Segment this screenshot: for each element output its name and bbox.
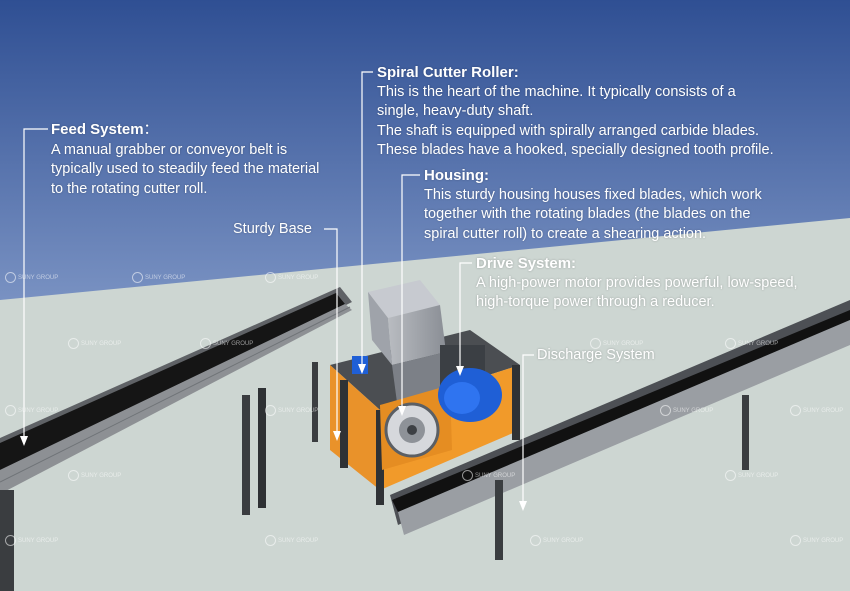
drive-system-text-line: high-torque power through a reducer. xyxy=(476,294,715,310)
feed-system-title: Feed System xyxy=(51,121,144,138)
watermark-logo-icon: SUNY GROUP xyxy=(462,470,515,481)
watermark-logo-icon: SUNY GROUP xyxy=(265,405,318,416)
watermark-logo-icon: SUNY GROUP xyxy=(725,470,778,481)
spiral-cutter-roller-text-line: This is the heart of the machine. It typ… xyxy=(377,83,736,100)
watermark-logo-icon: SUNY GROUP xyxy=(790,405,843,416)
callout-drive-system: Drive System: A high-power motor provide… xyxy=(476,254,798,313)
callout-housing: Housing: This sturdy housing houses fixe… xyxy=(424,166,762,244)
feed-system-text-line: A manual grabber or conveyor belt is xyxy=(51,141,288,158)
callout-feed-system: Feed System： A manual grabber or conveyo… xyxy=(51,120,319,199)
watermark-logo-icon: SUNY GROUP xyxy=(68,338,121,349)
callout-spiral-cutter-roller: Spiral Cutter Roller: This is the heart … xyxy=(377,63,774,161)
spiral-cutter-roller-text-line: single, heavy-duty shaft. xyxy=(377,103,534,119)
watermark-logo-icon: SUNY GROUP xyxy=(660,405,713,416)
drive-system-title: Drive System: xyxy=(476,255,577,272)
callout-discharge-system: Discharge System xyxy=(537,346,655,366)
watermark-logo-icon: SUNY GROUP xyxy=(725,338,778,349)
housing-text-line: together with the rotating blades (the b… xyxy=(424,206,751,222)
feed-system-text-line: typically used to steadily feed the mate… xyxy=(51,161,320,177)
feed-system-text-line: to the rotating cutter roll. xyxy=(51,180,208,197)
watermark-logo-icon: SUNY GROUP xyxy=(68,470,121,481)
watermark-logo-icon: SUNY GROUP xyxy=(790,535,843,546)
discharge-conveyor xyxy=(390,300,850,560)
watermark-logo-icon: SUNY GROUP xyxy=(265,535,318,546)
watermark-logo-icon: SUNY GROUP xyxy=(530,535,583,546)
spiral-cutter-roller-text-line: The shaft is equipped with spirally arra… xyxy=(377,122,760,139)
housing-text-line: spiral cutter roll) to create a shearing… xyxy=(424,225,707,242)
callout-leader-lines xyxy=(23,71,534,505)
watermark-logo-icon: SUNY GROUP xyxy=(590,338,643,349)
watermark-logo-icon: SUNY GROUP xyxy=(5,405,58,416)
watermark-logo-icon: SUNY GROUP xyxy=(5,272,58,283)
watermark-logo-icon: SUNY GROUP xyxy=(265,272,318,283)
housing-text-line: This sturdy housing houses fixed blades,… xyxy=(424,186,762,203)
spiral-cutter-roller-text-line: These blades have a hooked, specially de… xyxy=(377,142,774,158)
discharge-system-label: Discharge System xyxy=(537,347,655,363)
feed-system-title-suffix: ： xyxy=(143,122,159,138)
watermark-logo-icon: SUNY GROUP xyxy=(132,272,185,283)
housing-title: Housing: xyxy=(424,167,489,184)
feed-conveyor xyxy=(0,287,352,591)
callout-sturdy-base: Sturdy Base xyxy=(233,220,312,240)
drive-motor-reducer xyxy=(352,345,502,422)
housing-and-cutter-roll xyxy=(380,385,452,470)
drive-system-text-line: A high-power motor provides powerful, lo… xyxy=(476,274,798,291)
spiral-cutter-roller-title: Spiral Cutter Roller: xyxy=(377,64,519,81)
callout-arrowheads xyxy=(20,364,527,511)
watermark-logo-icon: SUNY GROUP xyxy=(200,338,253,349)
sturdy-base-label: Sturdy Base xyxy=(233,221,312,237)
watermark-logo-icon: SUNY GROUP xyxy=(5,535,58,546)
